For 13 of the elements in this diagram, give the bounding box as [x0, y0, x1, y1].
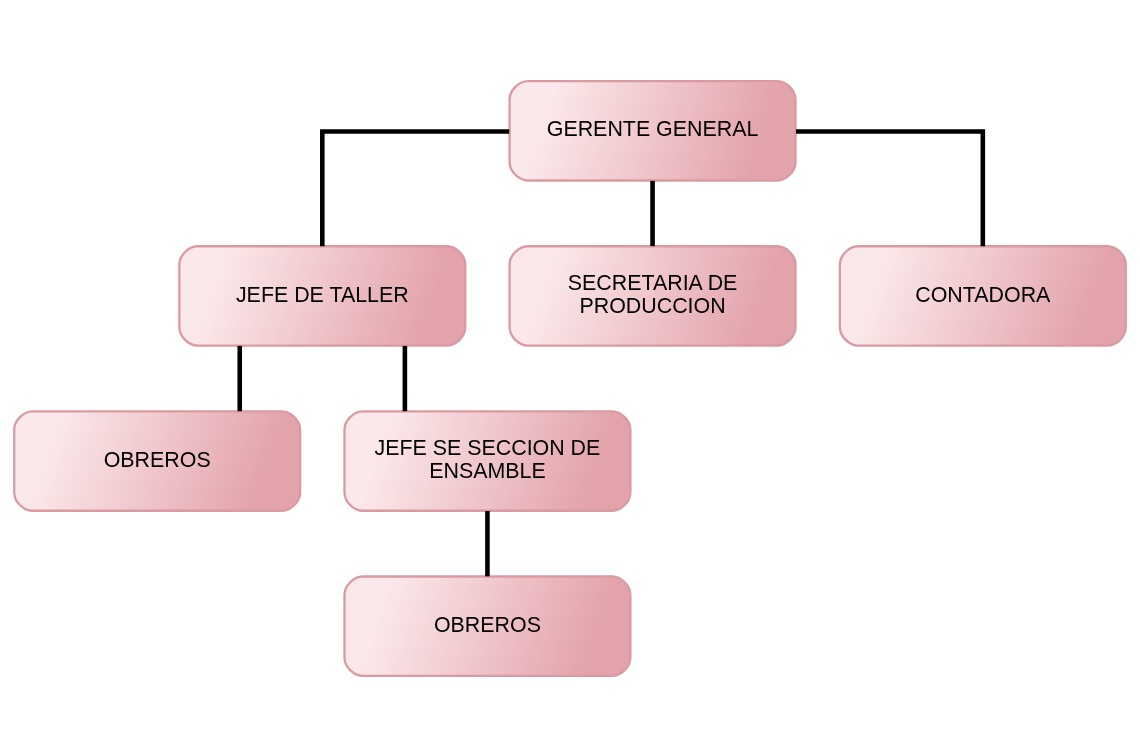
node-box: JEFE DE TALLER	[178, 244, 467, 347]
connector	[650, 180, 655, 246]
connector	[320, 128, 510, 246]
connector	[237, 345, 243, 411]
node-box: GERENTE GENERAL	[508, 79, 797, 182]
node-box: OBREROS	[13, 409, 302, 512]
connector	[402, 345, 408, 411]
node-box: JEFE SE SECCION DE ENSAMBLE	[343, 409, 632, 512]
connector	[485, 510, 490, 576]
connector	[796, 128, 986, 246]
node-box: OBREROS	[343, 574, 632, 677]
node-box: CONTADORA	[838, 244, 1127, 347]
node-box: SECRETARIA DE PRODUCCION	[508, 244, 797, 347]
